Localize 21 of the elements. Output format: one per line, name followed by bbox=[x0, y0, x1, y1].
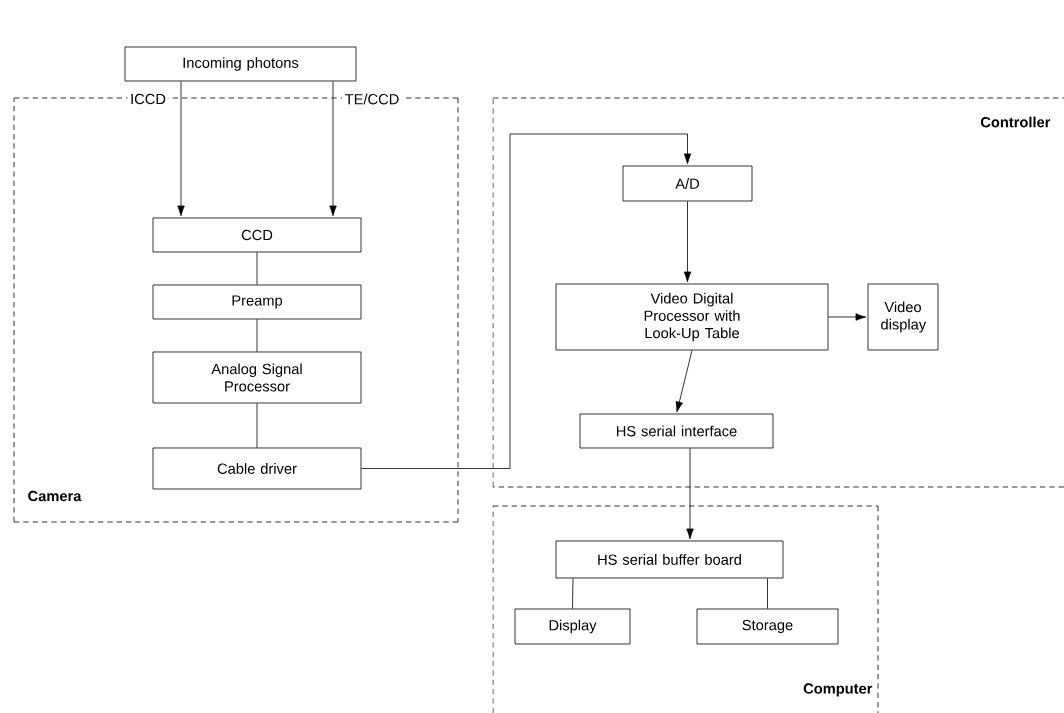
process-box: HS serial interface bbox=[579, 413, 774, 449]
process-box: A/D bbox=[622, 165, 753, 202]
arrow bbox=[361, 133, 692, 469]
process-box: Storage bbox=[696, 608, 839, 645]
process-box: Cable driver bbox=[152, 447, 362, 490]
process-box: Preamp bbox=[152, 284, 362, 320]
process-box: CCD bbox=[152, 217, 362, 253]
process-box: Video Digital Processor with Look-Up Table bbox=[555, 283, 829, 351]
arrow bbox=[329, 81, 337, 217]
edge-label: ICCD bbox=[127, 91, 169, 107]
process-box: Video display bbox=[867, 283, 939, 351]
arrow bbox=[177, 81, 185, 217]
process-box: HS serial buffer board bbox=[555, 540, 784, 579]
arrow bbox=[828, 313, 867, 321]
arrow bbox=[675, 350, 693, 413]
edge-label: TE/CCD bbox=[342, 90, 402, 108]
process-box: Incoming photons bbox=[124, 46, 357, 82]
process-box: Display bbox=[514, 608, 631, 645]
arrow bbox=[683, 201, 692, 283]
arrow bbox=[686, 448, 694, 540]
process-box: Analog Signal Processor bbox=[152, 351, 362, 404]
